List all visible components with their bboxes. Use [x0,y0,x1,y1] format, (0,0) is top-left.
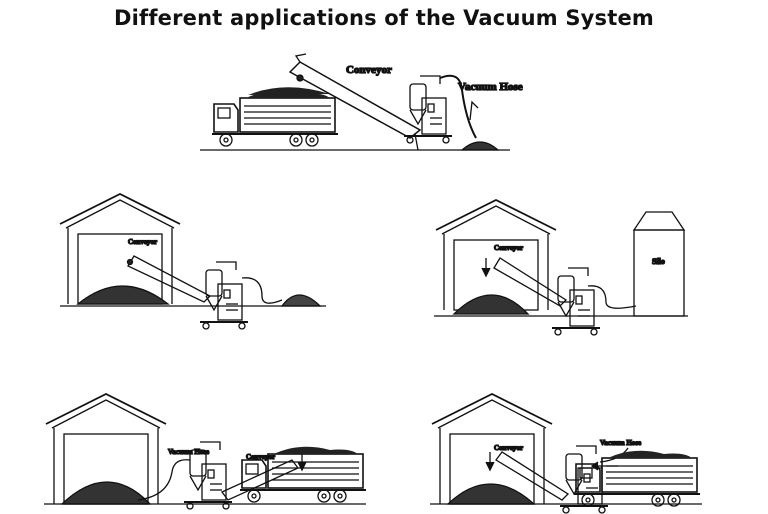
panel-pile-to-warehouse [59,193,326,330]
label-conveyor: Conveyor [346,64,392,76]
label-vacuum-hose: Vacuum Hose [458,81,523,93]
panel-truck-to-warehouse [430,393,702,514]
page-title: Different applications of the Vacuum Sys… [113,6,655,30]
label-conveyor: Conveyor [246,453,275,461]
truck-icon [211,89,339,147]
label-silo: Silo [652,257,665,266]
vacuum-unit [551,267,601,336]
truck-icon [573,449,701,507]
label-conveyor: Conveyor [494,444,523,452]
panel-warehouse-to-truck [44,393,367,510]
panel-warehouse-to-silo [434,199,688,336]
label-vacuum-hose: Vacuum Hose [600,439,641,447]
vacuum-unit [403,75,453,144]
panel-truck-to-pile [200,53,510,151]
label-vacuum-hose: Vacuum Hose [168,448,209,456]
label-conveyor: Conveyor [128,238,157,246]
conveyor-belt [288,61,422,139]
label-conveyor: Conveyor [494,244,523,252]
vacuum-unit [199,261,249,330]
